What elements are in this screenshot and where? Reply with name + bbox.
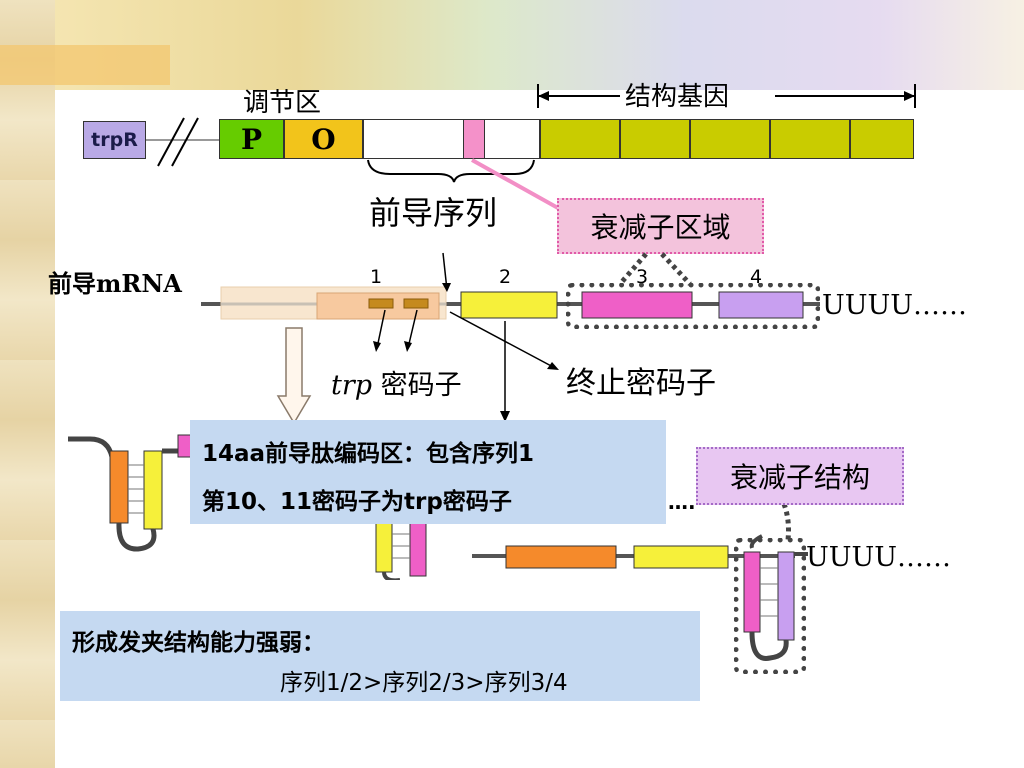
- structural-gene-5: [850, 119, 914, 159]
- hollow-down-arrow: [276, 327, 312, 425]
- lower-mrna-strand: [472, 545, 795, 569]
- leader-peptide-line-1: 14aa前导肽编码区：包含序列1: [202, 441, 535, 467]
- operator-label: O: [311, 122, 336, 156]
- attenuator-connector: [618, 252, 692, 286]
- trp-codon-suffix: 密码子: [372, 370, 462, 401]
- promoter-label: P: [240, 122, 263, 156]
- attenuator-region-label: 衰减子区域: [590, 211, 731, 244]
- trpR-gene: trpR: [83, 121, 146, 159]
- background-left-strip: [0, 0, 55, 768]
- continuation-dots: ….: [668, 490, 696, 514]
- polyU-bottom: UUUU……: [806, 542, 952, 573]
- leader-sequence-label: 前导序列: [369, 194, 498, 232]
- polyU-top: UUUU……: [822, 290, 968, 321]
- segment-number-2: 2: [499, 266, 512, 288]
- leader-mrna-label: 前导mRNA: [48, 269, 182, 298]
- structural-gene-1: [540, 119, 620, 159]
- mrna-strand-diagram: [201, 252, 820, 422]
- stop-codon-label: 终止密码子: [566, 366, 716, 401]
- hairpin-strength-line-2: 序列1/2>序列2/3>序列3/4: [280, 670, 568, 696]
- structural-gene-2: [620, 119, 690, 159]
- hairpin-strength-line-1: 形成发夹结构能力强弱：: [72, 630, 325, 656]
- structural-gene-4: [770, 119, 850, 159]
- segment-number-3: 3: [636, 266, 649, 288]
- hairpin-strength-info-box: 形成发夹结构能力强弱： 序列1/2>序列2/3>序列3/4: [60, 611, 700, 701]
- attenuator-hairpin-dotted-outline: [734, 538, 806, 674]
- operator-region: O: [284, 119, 363, 159]
- leader-peptide-line-2: 第10、11密码子为trp密码子: [202, 489, 512, 515]
- attenuator-dotted-outline: [566, 283, 820, 329]
- trp-italic-text: trp: [331, 370, 373, 401]
- trp-codon-label: trp 密码子: [331, 363, 462, 402]
- attenuator-region-callout: 衰减子区域: [557, 198, 764, 254]
- hairpin-structure-left: [68, 434, 195, 552]
- attenuator-hairpin: [743, 503, 808, 661]
- background-top-banner: [55, 0, 1024, 90]
- structural-genes-label: 结构基因: [625, 82, 730, 112]
- segment-number-4: 4: [750, 266, 763, 288]
- leader-peptide-info-box: 14aa前导肽编码区：包含序列1 第10、11密码子为trp密码子: [190, 420, 666, 524]
- gene-break-marks: [146, 117, 221, 167]
- leader-bracket-and-pointer: [367, 158, 559, 210]
- structural-genes-bracket: [537, 84, 916, 108]
- attenuator-marker: [463, 119, 485, 159]
- trpR-label: trpR: [91, 129, 138, 151]
- promoter-region: P: [219, 119, 284, 159]
- structural-gene-3: [690, 119, 770, 159]
- attenuator-structure-label: 衰减子结构: [729, 461, 870, 494]
- attenuator-structure-callout: 衰减子结构: [696, 447, 904, 505]
- segment-number-1: 1: [370, 266, 383, 288]
- regulatory-region-label: 调节区: [243, 88, 322, 118]
- hairpin-structure-middle: [375, 521, 427, 580]
- leader-region: [363, 119, 540, 159]
- background-top-band: [0, 45, 170, 85]
